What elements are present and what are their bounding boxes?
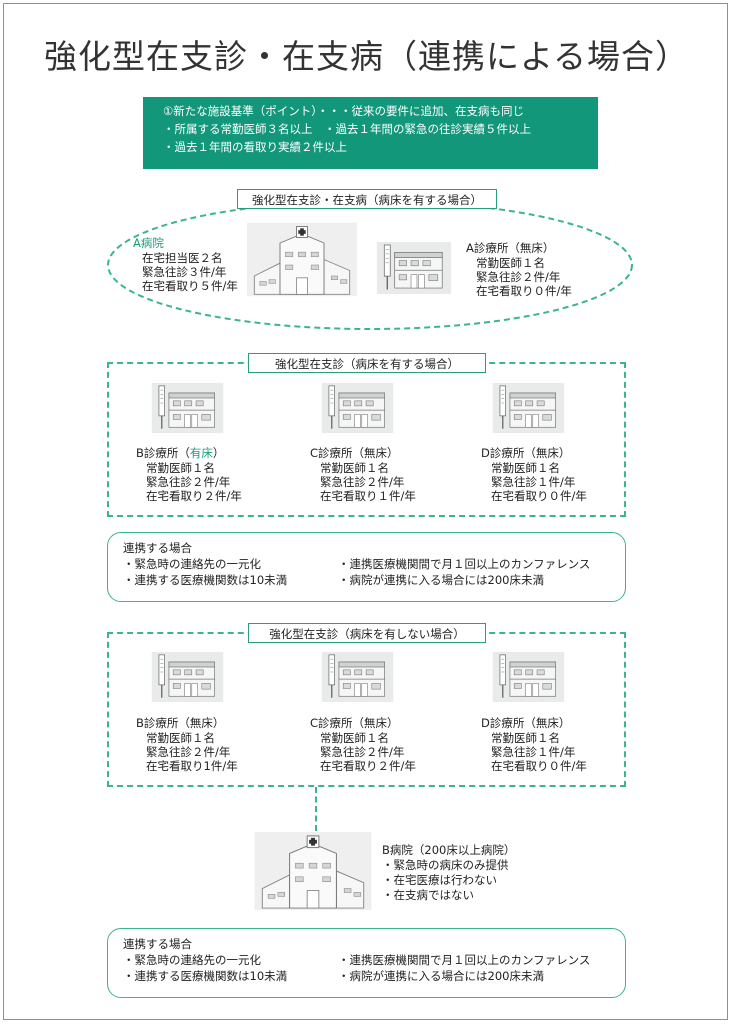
- clinic-b-line: 緊急往診２件/年: [146, 475, 231, 489]
- collab-condition: ・連携医療機関間で月１回以上のカンファレンス: [338, 557, 591, 571]
- clinic-icon: [141, 383, 234, 433]
- clinic-d-line: 常勤医師１名: [491, 731, 560, 745]
- clinic-d-line: 緊急往診１件/年: [491, 745, 576, 759]
- clinic-a-line: 常勤医師１名: [476, 256, 545, 270]
- connector-line: [315, 787, 317, 831]
- group2-label: 強化型在支診（病床を有する場合）: [248, 353, 486, 373]
- requirements-box: ①新たな施設基準（ポイント）・・・従来の要件に追加、在支病も同じ ・所属する常勤…: [143, 97, 598, 169]
- hospital-b-line: ・在宅医療は行わない: [382, 873, 497, 887]
- hospital-a-line: 在宅担当医２名: [142, 251, 223, 265]
- clinic-d-line: 在宅看取り０件/年: [491, 759, 587, 773]
- hospital-a-name: A病院: [133, 236, 164, 250]
- requirement-line: ・過去１年間の看取り実績２件以上: [163, 140, 347, 154]
- clinic-b-name: B診療所（無床）: [136, 716, 225, 730]
- clinic-b-line: 緊急往診２件/年: [146, 745, 231, 759]
- requirement-line: ①新たな施設基準（ポイント）・・・従来の要件に追加、在支病も同じ: [163, 104, 525, 118]
- clinic-b-line: 常勤医師１名: [146, 731, 215, 745]
- hospital-b-line: ・在支病ではない: [382, 888, 474, 902]
- clinic-a-line: 緊急往診２件/年: [476, 270, 561, 284]
- clinic-d-line: 在宅看取り０件/年: [491, 489, 587, 503]
- clinic-c-line: 常勤医師１名: [320, 461, 389, 475]
- clinic-icon: [482, 383, 575, 433]
- clinic-b-bed-status: 有床: [189, 446, 213, 460]
- collab-condition: ・病院が連携に入る場合には200床未満: [338, 573, 544, 587]
- collab-condition: ・連携する医療機関数は10未満: [123, 573, 288, 587]
- hospital-icon: [247, 222, 357, 297]
- clinic-icon: [141, 652, 234, 702]
- clinic-a-line: 在宅看取り０件/年: [476, 284, 572, 298]
- clinic-c-name: C診療所（無床）: [310, 716, 399, 730]
- group3-label: 強化型在支診（病床を有しない場合）: [248, 623, 486, 643]
- page-frame: [3, 3, 728, 1020]
- hospital-a-line: 緊急往診３件/年: [142, 265, 227, 279]
- clinic-icon: [370, 242, 458, 294]
- clinic-c-line: 緊急往診２件/年: [320, 745, 405, 759]
- clinic-icon: [482, 652, 575, 702]
- clinic-b-name: B診療所（有床）: [136, 446, 225, 460]
- collab-condition: ・連携する医療機関数は10未満: [123, 969, 288, 983]
- collab-conditions-box: 連携する場合 ・緊急時の連絡先の一元化 ・連携する医療機関数は10未満 ・連携医…: [107, 532, 626, 602]
- hospital-b-line: ・緊急時の病床のみ提供: [382, 858, 509, 872]
- hospital-b-name: B病院（200床以上病院）: [382, 843, 516, 857]
- clinic-c-line: 常勤医師１名: [320, 731, 389, 745]
- requirement-line: ・所属する常勤医師３名以上 ・過去１年間の緊急の往診実績５件以上: [163, 122, 531, 136]
- clinic-b-line: 常勤医師１名: [146, 461, 215, 475]
- clinic-d-name: D診療所（無床）: [481, 716, 571, 730]
- collab-condition: ・緊急時の連絡先の一元化: [123, 953, 261, 967]
- clinic-a-name: A診療所（無床）: [466, 241, 555, 255]
- clinic-b-line: 在宅看取り２件/年: [146, 489, 242, 503]
- collab-condition: ・緊急時の連絡先の一元化: [123, 557, 261, 571]
- clinic-c-line: 在宅看取り１件/年: [320, 489, 416, 503]
- clinic-d-line: 常勤医師１名: [491, 461, 560, 475]
- collab-heading: 連携する場合: [123, 541, 192, 555]
- clinic-c-line: 在宅看取り２件/年: [320, 759, 416, 773]
- collab-conditions-box: 連携する場合 ・緊急時の連絡先の一元化 ・連携する医療機関数は10未満 ・連携医…: [107, 928, 626, 998]
- group1-label: 強化型在支診・在支病（病床を有する場合）: [237, 189, 497, 209]
- clinic-b-line: 在宅看取り1件/年: [146, 759, 238, 773]
- clinic-d-line: 緊急往診１件/年: [491, 475, 576, 489]
- clinic-icon: [311, 652, 404, 702]
- clinic-icon: [311, 383, 404, 433]
- clinic-c-name: C診療所（無床）: [310, 446, 399, 460]
- clinic-c-line: 緊急往診２件/年: [320, 475, 405, 489]
- collab-condition: ・病院が連携に入る場合には200床未満: [338, 969, 544, 983]
- hospital-icon: [252, 832, 374, 910]
- clinic-d-name: D診療所（無床）: [481, 446, 571, 460]
- collab-heading: 連携する場合: [123, 937, 192, 951]
- hospital-a-line: 在宅看取り５件/年: [142, 279, 238, 293]
- collab-condition: ・連携医療機関間で月１回以上のカンファレンス: [338, 953, 591, 967]
- page-title: 強化型在支診・在支病（連携による場合）: [43, 37, 689, 76]
